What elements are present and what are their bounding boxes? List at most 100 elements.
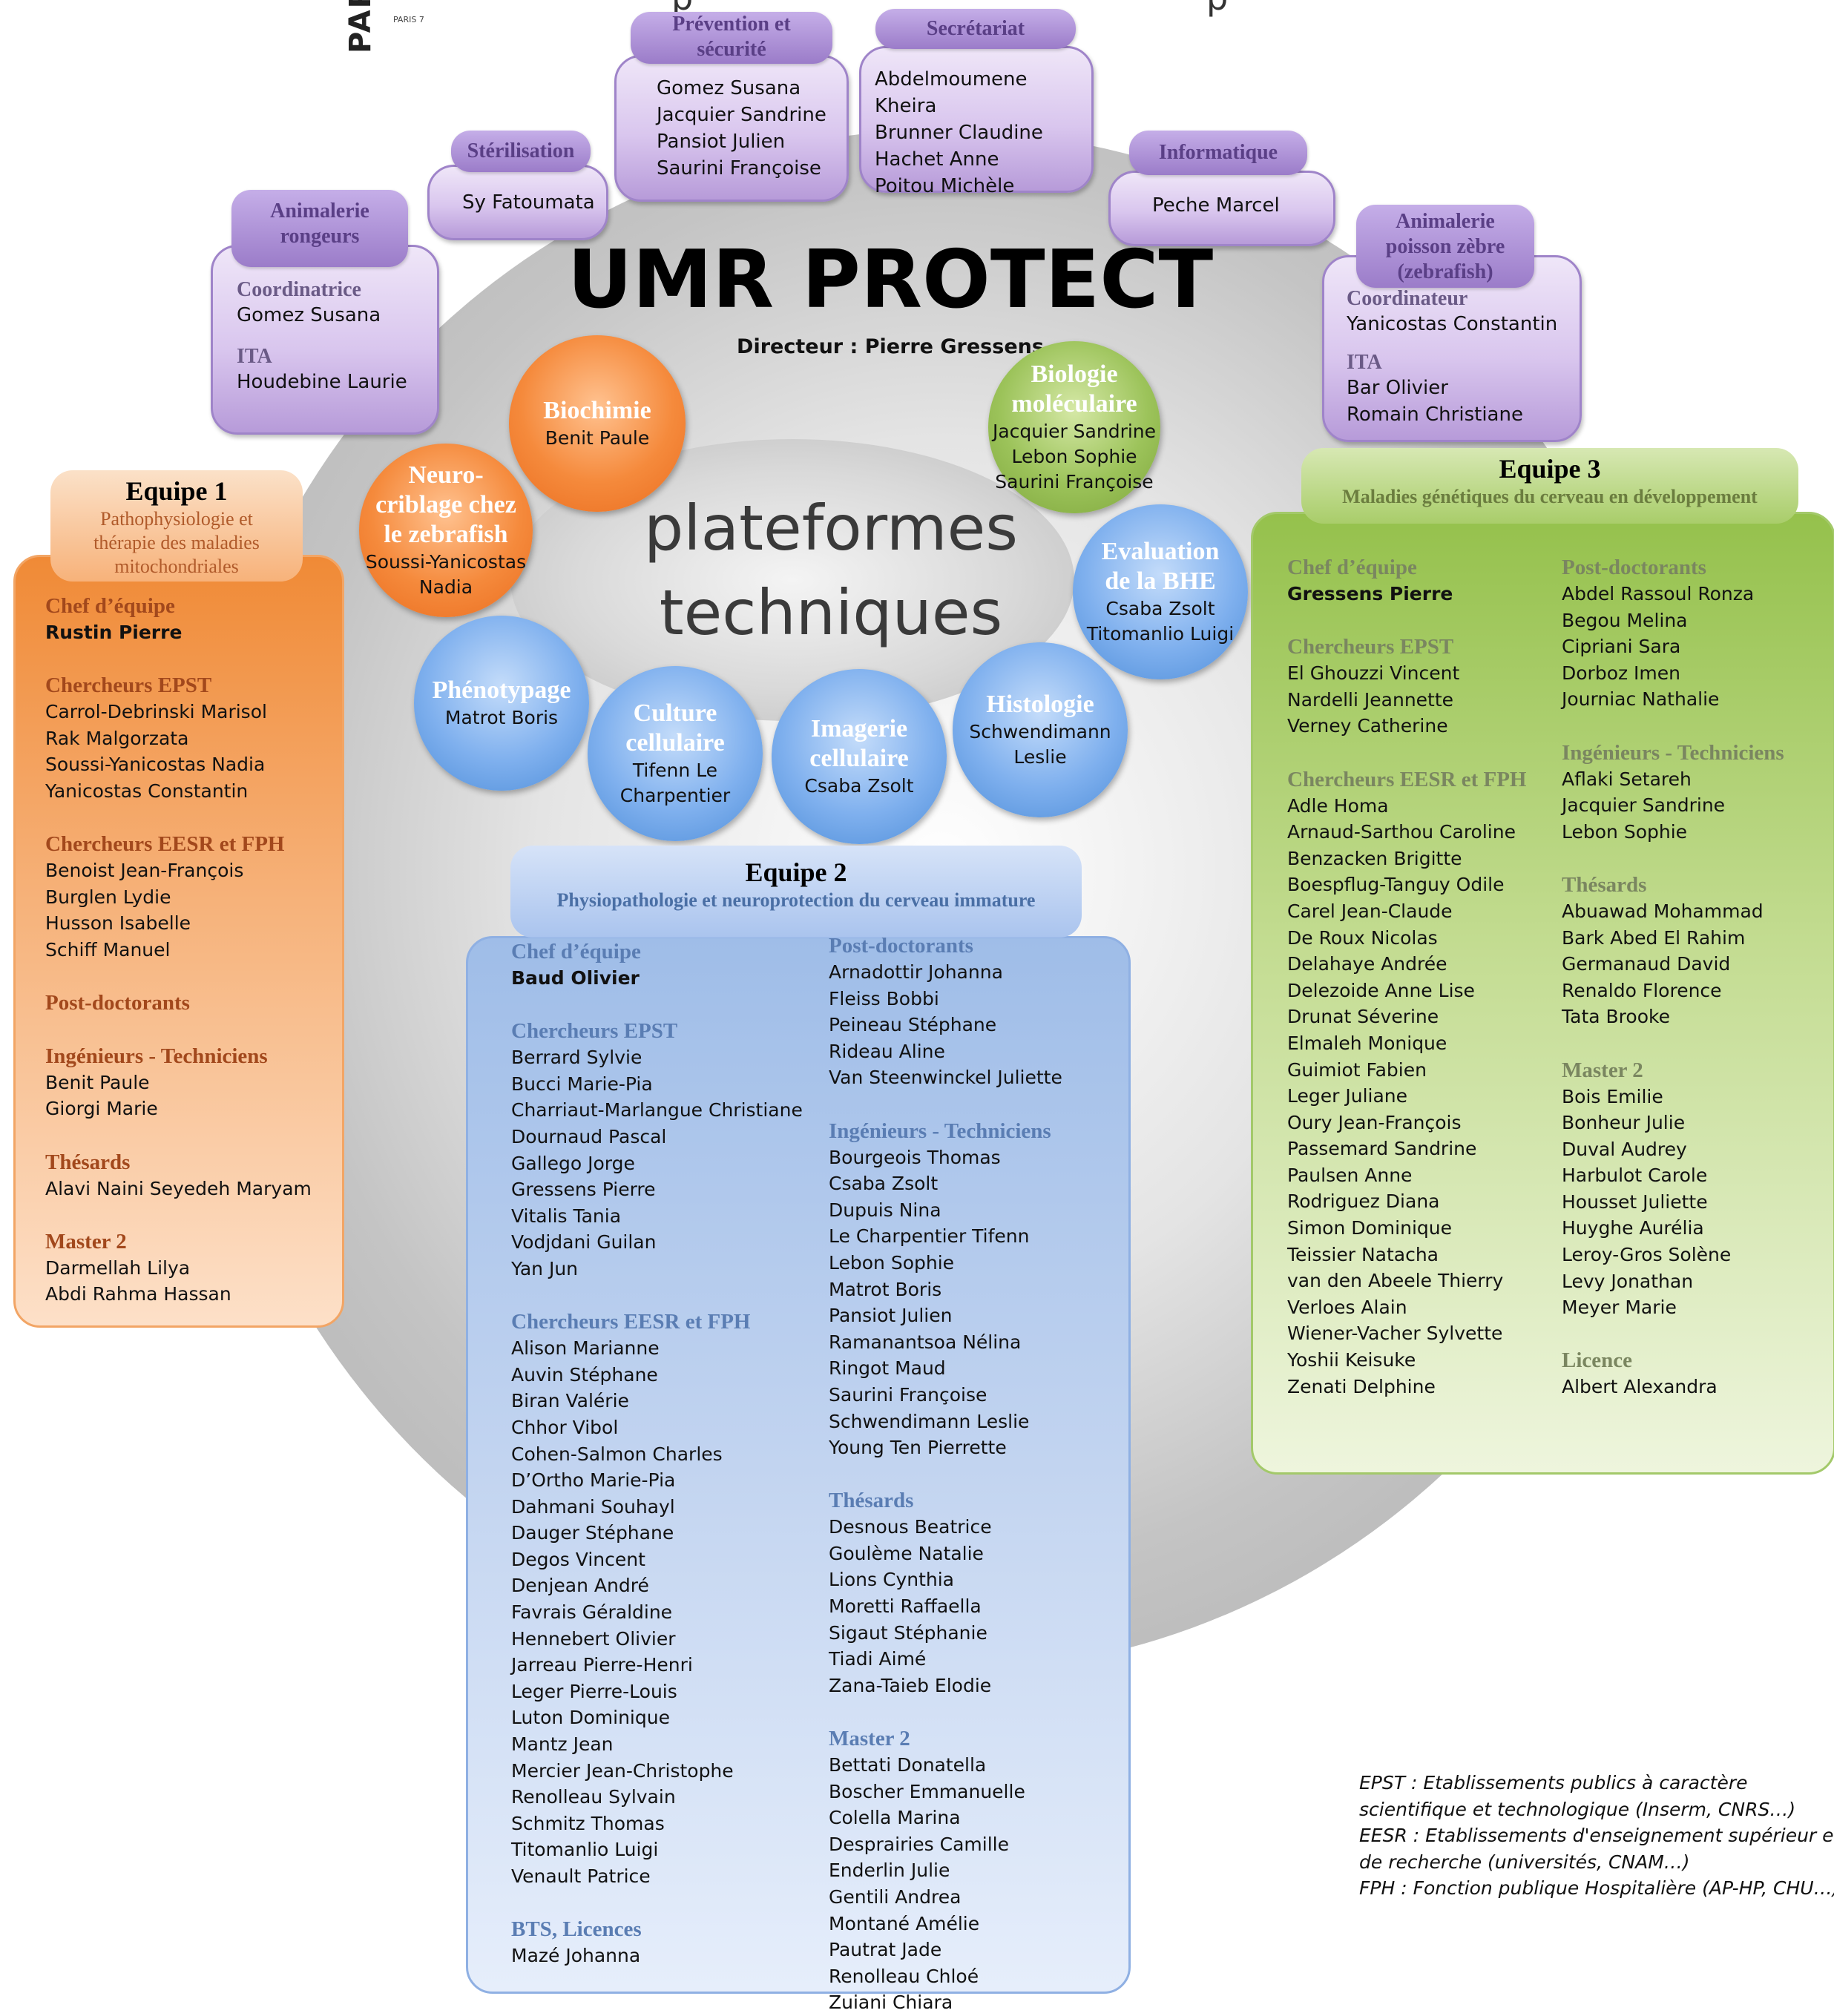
member-name: Benzacken Brigitte	[1287, 847, 1462, 869]
member-name: Hennebert Olivier	[511, 1627, 676, 1650]
member-name: Verloes Alain	[1287, 1296, 1407, 1318]
member-name: Berrard Sylvie	[511, 1047, 642, 1069]
section-label: Chercheurs EPST	[45, 673, 212, 698]
service-name: Sy Fatoumata	[462, 191, 595, 214]
member-name: Zuiani Chiara	[829, 1992, 953, 2014]
member-name: Favrais Géraldine	[511, 1601, 673, 1624]
platform-neurocriblage: Neuro- criblage chez le zebrafish Soussi…	[359, 444, 533, 617]
member-name: Arnaud-Sarthou Caroline	[1287, 821, 1516, 843]
member-name: Charriaut-Marlangue Christiane	[511, 1099, 803, 1121]
animalerie-label: ITA	[237, 345, 272, 368]
member-name: Csaba Zsolt	[829, 1173, 939, 1195]
member-name: Lions Cynthia	[829, 1569, 954, 1591]
member-name: Levy Jonathan	[1562, 1270, 1694, 1292]
section-label: Master 2	[829, 1727, 910, 1751]
member-name: Oury Jean-François	[1287, 1111, 1462, 1133]
member-name: Elmaleh Monique	[1287, 1032, 1447, 1054]
member-name: Benit Paule	[45, 1071, 150, 1093]
member-name: Goulème Natalie	[829, 1542, 984, 1564]
member-name: Chhor Vibol	[511, 1416, 619, 1438]
director-label: Directeur : Pierre Gressens	[737, 335, 1044, 358]
member-name: Adle Homa	[1287, 794, 1389, 817]
service-names: Abdelmoumene Kheira Brunner Claudine Hac…	[875, 68, 1043, 197]
service-prevention-tab: Prévention et sécurité	[631, 12, 832, 64]
member-name: Dupuis Nina	[829, 1199, 941, 1221]
member-name: Dournaud Pascal	[511, 1125, 667, 1147]
member-name: Nardelli Jeannette	[1287, 688, 1454, 711]
section-label: Chef d’équipe	[511, 940, 641, 963]
member-name: Albert Alexandra	[1562, 1376, 1718, 1398]
member-name: Alison Marianne	[511, 1337, 660, 1360]
member-name: Pansiot Julien	[829, 1305, 953, 1327]
member-name: Boespflug-Tanguy Odile	[1287, 874, 1505, 896]
member-name: Abdel Rassoul Ronza	[1562, 583, 1755, 605]
member-name: Duval Audrey	[1562, 1138, 1687, 1160]
section-label: Chercheurs EESR et FPH	[45, 832, 285, 857]
member-name: Passemard Sandrine	[1287, 1138, 1477, 1160]
member-name: Cohen-Salmon Charles	[511, 1443, 723, 1465]
member-name: Giorgi Marie	[45, 1098, 158, 1120]
team1-title: Equipe 1	[125, 476, 228, 506]
platform-culture-cellulaire: Culture cellulaire Tifenn Le Charpentier	[588, 666, 763, 841]
member-name: Le Charpentier Tifenn	[829, 1225, 1030, 1248]
service-names: Gomez Susana Jacquier Sandrine Pansiot J…	[657, 77, 826, 179]
member-name: Abdi Rahma Hassan	[45, 1283, 231, 1305]
center-label: plateformes techniques	[643, 492, 1019, 649]
animalerie-label: Coordinatrice	[237, 278, 361, 301]
member-name: Degos Vincent	[511, 1548, 645, 1570]
member-name: Ringot Maud	[829, 1357, 946, 1380]
page-title: UMR PROTECT	[567, 234, 1214, 326]
section-label: Thésards	[45, 1150, 131, 1174]
section-label: Master 2	[45, 1229, 127, 1254]
section-label: Thésards	[1562, 872, 1647, 897]
member-name: Huyghe Aurélia	[1562, 1217, 1704, 1239]
member-name: Bettati Donatella	[829, 1754, 987, 1776]
team3-title: Equipe 3	[1499, 454, 1601, 484]
member-name: Biran Valérie	[511, 1390, 629, 1412]
member-name: Titomanlio Luigi	[511, 1839, 659, 1861]
member-name: Van Steenwinckel Juliette	[829, 1067, 1062, 1089]
member-name: Aflaki Setareh	[1562, 768, 1692, 790]
member-name: Simon Dominique	[1287, 1217, 1452, 1239]
member-name: Mantz Jean	[511, 1733, 614, 1756]
section-label: Licence	[1562, 1348, 1633, 1373]
member-name: Leger Pierre-Louis	[511, 1680, 677, 1702]
service-sterilisation-box: Sy Fatoumata	[427, 165, 608, 240]
section-label: Chef d’équipe	[45, 594, 175, 618]
logo-subtext: PARIS 7	[393, 15, 424, 24]
animalerie-label: ITA	[1347, 351, 1382, 374]
member-name: Gressens Pierre	[511, 1179, 656, 1201]
team1-header: Equipe 1 Pathophysiologie et thérapie de…	[50, 470, 303, 582]
member-name: Jacquier Sandrine	[1562, 794, 1726, 817]
member-name: Baud Olivier	[511, 967, 640, 989]
platform-evaluation-bhe: Evaluation de la BHE Csaba Zsolt Titoman…	[1073, 504, 1248, 679]
member-name: Colella Marina	[829, 1807, 961, 1829]
member-name: Rodriguez Diana	[1287, 1190, 1440, 1213]
team3-header: Equipe 3 Maladies génétiques du cerveau …	[1301, 448, 1798, 524]
member-name: Mercier Jean-Christophe	[511, 1759, 734, 1782]
section-label: Chercheurs EESR et FPH	[1287, 767, 1527, 791]
team2-subtitle: Physiopathologie et neuroprotection du c…	[556, 889, 1036, 911]
member-name: Tata Brooke	[1562, 1006, 1670, 1028]
member-name: Renolleau Sylvain	[511, 1786, 676, 1808]
service-informatique-tab: Informatique	[1129, 131, 1307, 175]
member-name: Delezoide Anne Lise	[1287, 979, 1475, 1001]
member-name: Carel Jean-Claude	[1287, 900, 1453, 922]
section-label: Post-doctorants	[1562, 556, 1706, 579]
member-name: Desprairies Camille	[829, 1833, 1009, 1855]
member-name: Alavi Naini Seyedeh Maryam	[45, 1177, 312, 1199]
member-name: Wiener-Vacher Sylvette	[1287, 1322, 1503, 1345]
platform-imagerie-cellulaire: Imagerie cellulaire Csaba Zsolt	[772, 669, 947, 844]
member-name: Arnadottir Johanna	[829, 961, 1003, 983]
service-secretariat-tab: Secrétariat	[875, 9, 1076, 49]
member-name: Saurini Françoise	[829, 1383, 987, 1406]
member-name: Renolleau Chloé	[829, 1965, 979, 1987]
member-name: De Roux Nicolas	[1287, 926, 1438, 949]
member-name: Auvin Stéphane	[511, 1363, 658, 1386]
service-informatique-box: Peche Marcel	[1108, 171, 1335, 246]
member-name: Zana-Taieb Elodie	[829, 1674, 992, 1696]
